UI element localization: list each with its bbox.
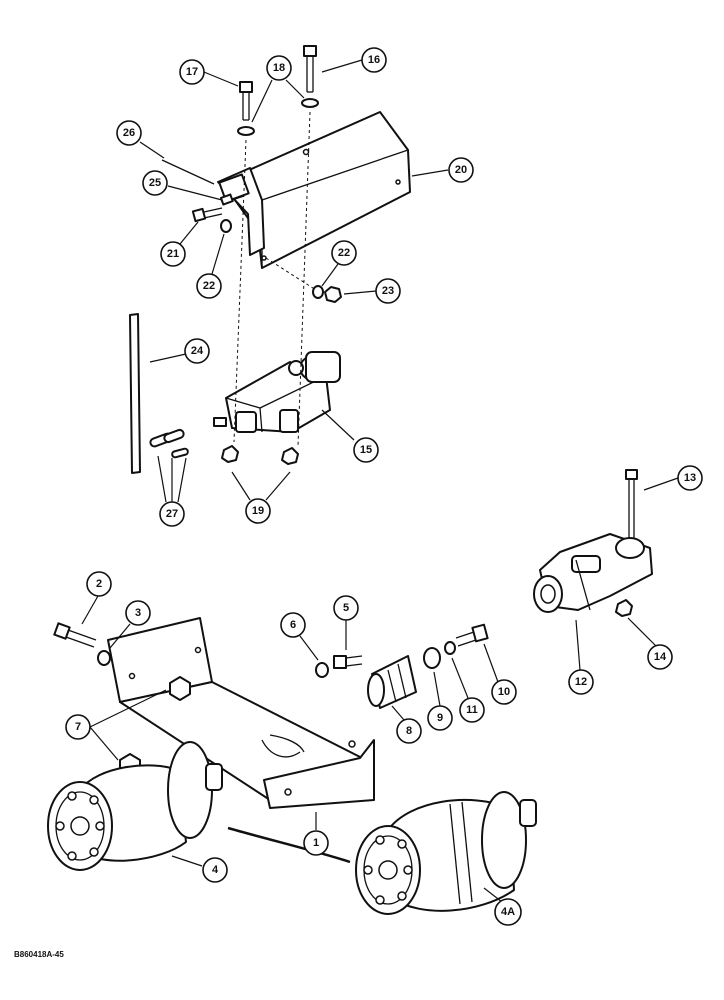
nut-part-14 (615, 599, 633, 617)
hydraulic-motor-part-4A (355, 791, 537, 915)
bolt-part-2 (53, 622, 97, 648)
callout-4: 4 (202, 857, 228, 883)
svg-text:11: 11 (466, 704, 478, 716)
hydraulic-hose (227, 826, 351, 864)
pin-part-26 (161, 159, 215, 185)
svg-text:24: 24 (191, 345, 204, 357)
svg-text:17: 17 (186, 66, 198, 78)
washer-part-6 (315, 662, 329, 678)
callout-14: 14 (647, 644, 673, 670)
washer-part-22b (312, 285, 324, 299)
svg-text:16: 16 (368, 54, 380, 66)
callout-16: 16 (361, 47, 387, 73)
callout-22b: 22 (331, 240, 357, 266)
callout-22a: 22 (196, 273, 222, 299)
callout-12: 12 (568, 669, 594, 695)
svg-text:7: 7 (75, 721, 81, 733)
bolt-part-21 (191, 207, 223, 223)
callout-1: 1 (303, 830, 329, 856)
callout-21: 21 (160, 241, 186, 267)
callout-6: 6 (280, 612, 306, 638)
callout-23: 23 (375, 278, 401, 304)
callout-20: 20 (448, 157, 474, 183)
bolt-part-17 (239, 81, 253, 121)
callout-5: 5 (333, 595, 359, 621)
svg-text:21: 21 (167, 248, 179, 260)
bolt-part-16 (303, 45, 317, 93)
svg-text:9: 9 (437, 712, 443, 724)
svg-text:25: 25 (149, 177, 161, 189)
svg-text:23: 23 (382, 285, 394, 297)
washer-part-3 (97, 650, 111, 666)
assembly-line (265, 257, 317, 291)
svg-text:22: 22 (338, 247, 350, 259)
washer-part-22a (220, 219, 232, 233)
figure-code: B860418A-45 (14, 950, 64, 959)
callout-24: 24 (184, 338, 210, 364)
bolt-part-25 (219, 193, 245, 206)
coupler-part-12 (533, 533, 653, 613)
leader-lines (81, 59, 679, 903)
callout-15: 15 (353, 437, 379, 463)
svg-text:19: 19 (252, 505, 264, 517)
cover-bracket-part-20 (217, 111, 411, 269)
svg-text:22: 22 (203, 280, 215, 292)
callout-25: 25 (142, 170, 168, 196)
bolt-part-13 (625, 469, 638, 540)
washer-part-9 (423, 647, 441, 669)
callout-7: 7 (65, 714, 91, 740)
washer-part-18b (301, 98, 319, 108)
svg-text:15: 15 (360, 444, 372, 456)
nut-part-19b (281, 447, 299, 465)
callout-2: 2 (86, 571, 112, 597)
hydraulic-motor-part-4 (47, 741, 223, 871)
callout-8: 8 (396, 718, 422, 744)
svg-text:4A: 4A (501, 906, 515, 918)
chain-links-part-27 (149, 428, 189, 459)
svg-text:4: 4 (212, 864, 219, 876)
nut-part-19a (221, 445, 239, 463)
svg-text:2: 2 (96, 578, 102, 590)
nut-part-23 (324, 286, 342, 303)
spline-coupler-part-8 (367, 655, 417, 709)
svg-text:13: 13 (684, 472, 696, 484)
callout-19: 19 (245, 498, 271, 524)
washer-part-11 (444, 641, 456, 655)
svg-text:10: 10 (498, 686, 510, 698)
svg-text:18: 18 (273, 62, 285, 74)
svg-text:3: 3 (135, 607, 141, 619)
svg-text:8: 8 (406, 725, 412, 737)
svg-text:27: 27 (166, 508, 178, 520)
callout-11: 11 (459, 697, 485, 723)
nut-part-7a (169, 676, 191, 701)
valve-body-part-15 (213, 351, 341, 433)
svg-text:6: 6 (290, 619, 296, 631)
callout-10: 10 (491, 679, 517, 705)
callout-17: 17 (179, 59, 205, 85)
svg-text:14: 14 (654, 651, 667, 663)
callout-4A: 4A (494, 898, 522, 926)
bolt-part-5 (333, 655, 363, 669)
callout-13: 13 (677, 465, 703, 491)
callout-18: 18 (266, 55, 292, 81)
callout-3: 3 (125, 600, 151, 626)
svg-text:5: 5 (343, 602, 349, 614)
washer-part-18a (237, 126, 255, 136)
callout-27: 27 (159, 501, 185, 527)
callout-26: 26 (116, 120, 142, 146)
callout-9: 9 (427, 705, 453, 731)
svg-text:20: 20 (455, 164, 467, 176)
svg-text:26: 26 (123, 127, 135, 139)
rod-part-24 (129, 313, 141, 474)
svg-text:12: 12 (575, 676, 587, 688)
assembly-line (297, 111, 311, 447)
bolt-part-10 (455, 623, 489, 647)
svg-text:1: 1 (313, 837, 319, 849)
assembly-line (233, 139, 247, 443)
